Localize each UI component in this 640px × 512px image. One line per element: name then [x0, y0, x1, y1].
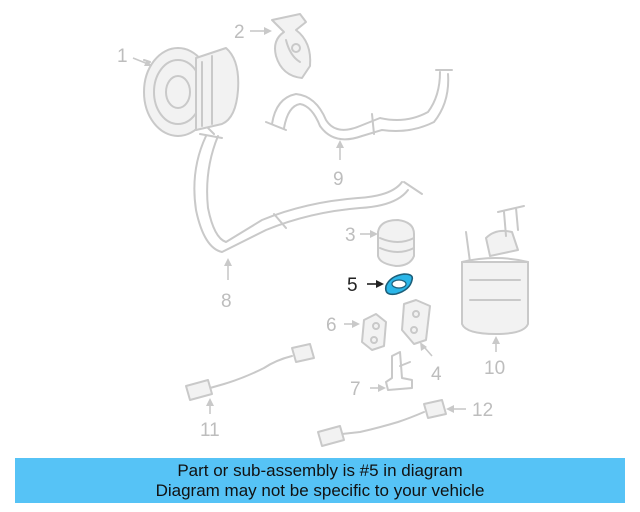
callout-9: 9	[333, 169, 344, 190]
callout-2: 2	[234, 22, 245, 43]
arrow-12	[446, 405, 454, 413]
arrow-8	[224, 258, 232, 266]
lead-line-4	[424, 347, 433, 357]
callout-7: 7	[350, 379, 361, 400]
banner-line-disclaimer: Diagram may not be specific to your vehi…	[155, 481, 485, 500]
callout-12: 12	[472, 400, 493, 421]
part-1-air-pump[interactable]	[143, 47, 240, 137]
banner-line-part: Part or sub-assembly is #5 in diagram	[177, 461, 463, 480]
arrow-2	[264, 27, 272, 35]
callout-4: 4	[431, 364, 442, 385]
arrow-3	[370, 230, 378, 238]
arrow-1	[144, 60, 152, 66]
arrow-4	[420, 342, 427, 351]
part-9-hose[interactable]	[265, 69, 453, 141]
part-12-sensor[interactable]	[317, 399, 447, 447]
callout-8: 8	[221, 291, 232, 312]
arrow-7	[378, 384, 386, 392]
part-7-bracket[interactable]	[385, 351, 413, 391]
callout-6: 6	[326, 315, 337, 336]
part-8-hose[interactable]	[193, 133, 423, 253]
arrow-10	[492, 336, 500, 344]
part-11-sensor[interactable]	[185, 343, 315, 401]
part-6-plate[interactable]	[361, 313, 387, 351]
callout-1: 1	[117, 46, 128, 67]
callout-10: 10	[484, 358, 505, 379]
part-4-bracket[interactable]	[401, 299, 431, 345]
part-3-coupler[interactable]	[377, 219, 415, 267]
arrow-6	[352, 320, 360, 328]
arrow-5	[376, 280, 384, 288]
parts-diagram: 1 2 9 8 3 5	[117, 13, 529, 447]
part-10-canister[interactable]	[461, 205, 529, 335]
info-banner: Part or sub-assembly is #5 in diagram Di…	[15, 458, 625, 503]
arrow-11	[206, 398, 214, 406]
callout-11: 11	[200, 420, 220, 441]
arrow-9	[336, 140, 344, 148]
part-5-gasket[interactable]	[384, 273, 414, 296]
part-2-bracket[interactable]	[271, 13, 312, 79]
callout-5: 5	[347, 275, 358, 296]
callout-3: 3	[345, 225, 356, 246]
